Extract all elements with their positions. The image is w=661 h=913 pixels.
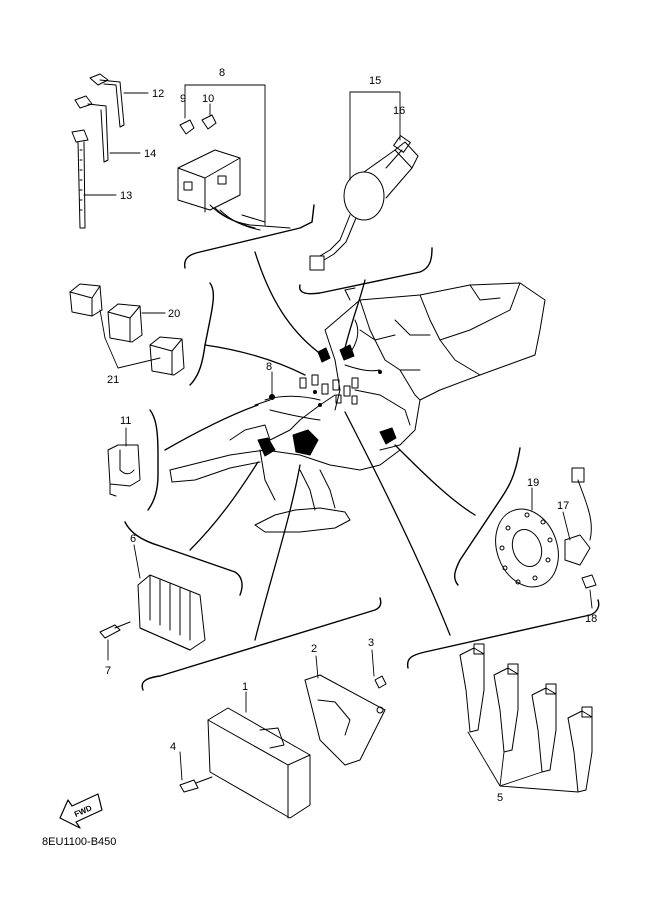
- callout-labels: 1 2 3 4 5 6 7 8 8 9 10 11 12 13 14 15 16…: [42, 67, 597, 848]
- callout-21: 21: [107, 374, 119, 386]
- snowmobile-body: [169, 282, 546, 533]
- ignition-coils-group: [459, 643, 593, 793]
- holder-group: [107, 444, 141, 497]
- callout-9: 9: [180, 93, 186, 105]
- callout-2: 2: [311, 643, 317, 655]
- callout-12: 12: [152, 88, 164, 100]
- leader-lines: [164, 251, 476, 641]
- callout-10: 10: [202, 93, 214, 105]
- group-brackets: [124, 204, 600, 691]
- callout-8-top: 8: [219, 67, 225, 79]
- main-switch-group: [309, 135, 419, 271]
- callout-16: 16: [393, 105, 405, 117]
- callout-8-body: 8: [266, 361, 272, 373]
- rectifier-regulator-group: [99, 574, 206, 651]
- fwd-label: FWD: [73, 803, 94, 819]
- callout-5: 5: [497, 792, 503, 804]
- callout-4: 4: [170, 741, 176, 753]
- callout-13: 13: [120, 190, 132, 202]
- fuse-box-group: [177, 114, 291, 231]
- callout-11: 11: [120, 415, 131, 427]
- fwd-arrow: [59, 793, 103, 829]
- cable-ties-group: [71, 73, 125, 229]
- callout-17: 17: [557, 500, 569, 512]
- callout-leaders: [83, 84, 593, 793]
- callout-19: 19: [527, 477, 539, 489]
- callout-18: 18: [585, 613, 597, 625]
- cdi-unit-group: [179, 674, 387, 819]
- callout-1: 1: [242, 681, 248, 693]
- callout-20: 20: [168, 308, 180, 320]
- callout-3: 3: [368, 637, 374, 649]
- callout-6: 6: [130, 533, 136, 545]
- callout-14: 14: [144, 148, 156, 160]
- drawing-code: 8EU1100-B450: [42, 836, 116, 848]
- relays-group: [69, 283, 185, 376]
- callout-15: 15: [369, 75, 381, 87]
- pickup-coil-group: [495, 467, 597, 589]
- callout-7: 7: [105, 665, 111, 677]
